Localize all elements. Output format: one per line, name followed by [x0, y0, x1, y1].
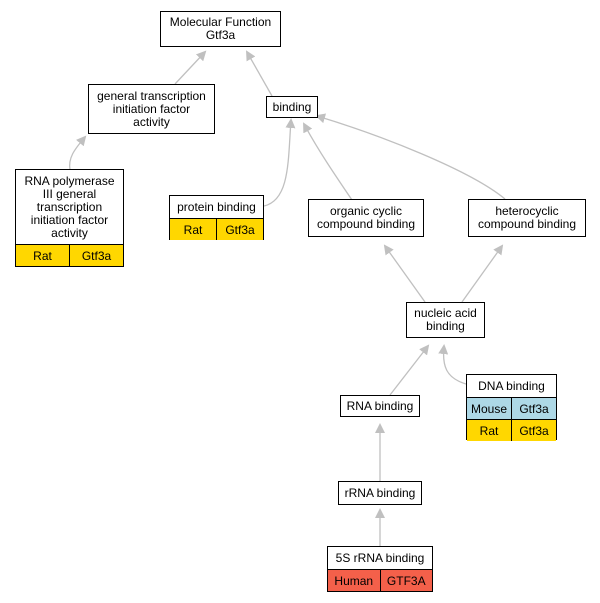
node-label-line: activity	[51, 225, 88, 240]
node-label-line: activity	[133, 114, 170, 129]
node-label: rRNA binding	[344, 485, 416, 500]
annotation-row: Mouse Gtf3a	[467, 398, 556, 420]
edge-binding-to-mf	[246, 50, 273, 97]
node-label: RNA binding	[346, 398, 414, 413]
edge-protein-to-binding	[263, 118, 296, 207]
gene-cell: GTF3A	[379, 570, 432, 591]
annotation-row: Human GTF3A	[328, 570, 432, 591]
node-molecular-function[interactable]: Molecular Function Gtf3a	[160, 11, 281, 47]
annotation-row: Rat Gtf3a	[170, 219, 263, 240]
species-cell: Mouse	[467, 398, 511, 419]
node-dna-binding[interactable]: DNA binding Mouse Gtf3a Rat Gtf3a	[466, 374, 557, 441]
node-binding[interactable]: binding	[266, 96, 318, 118]
edge-hetero-to-binding	[315, 113, 506, 200]
edge-nucleic-to-organic	[383, 244, 426, 303]
edge-rna-to-nucleic	[389, 344, 430, 396]
node-organic-cyclic-compound-binding[interactable]: organic cyclic compound binding	[308, 199, 424, 237]
node-label-line: III general	[42, 186, 97, 201]
node-label: protein binding	[177, 199, 256, 214]
node-rna-polymerase-iii-gtif-activity[interactable]: RNA polymerase III general transcription…	[15, 169, 124, 267]
edge-gtif-to-mf	[174, 50, 207, 85]
gene-cell: Gtf3a	[69, 245, 123, 266]
node-label: Molecular Function	[169, 15, 272, 29]
node-label-line: initiation factor	[30, 212, 109, 227]
species-cell: Rat	[467, 420, 511, 441]
node-label: binding	[272, 99, 312, 114]
node-heterocyclic-compound-binding[interactable]: heterocyclic compound binding	[468, 199, 586, 237]
species-cell: Rat	[16, 245, 69, 266]
node-label-line: binding	[426, 319, 465, 333]
node-label-line: organic cyclic	[329, 204, 402, 218]
node-nucleic-acid-binding[interactable]: nucleic acid binding	[406, 302, 485, 338]
species-cell: Human	[328, 570, 380, 591]
node-label-line: initiation factor	[112, 101, 191, 116]
edge-nucleic-to-hetero	[461, 244, 504, 303]
node-rna-binding[interactable]: RNA binding	[340, 395, 420, 417]
node-label-line: compound binding	[477, 217, 577, 231]
node-label-line: RNA polymerase	[24, 173, 115, 188]
node-rrna-binding[interactable]: rRNA binding	[338, 481, 422, 505]
edge-organic-to-binding	[303, 122, 353, 201]
node-protein-binding[interactable]: protein binding Rat Gtf3a	[169, 195, 264, 240]
edge-rnap3-to-gtif	[68, 135, 87, 171]
node-label-line: general transcription	[97, 88, 206, 103]
edge-dna-to-nucleic	[438, 344, 467, 385]
annotation-row: Rat Gtf3a	[467, 420, 556, 441]
node-label-line: nucleic acid	[414, 306, 477, 320]
node-gene: Gtf3a	[205, 28, 236, 42]
node-label: 5S rRNA binding	[335, 550, 425, 565]
annotation-row: Rat Gtf3a	[16, 245, 123, 266]
node-label-line: compound binding	[316, 217, 416, 231]
node-general-transcription-initiation-factor-activity[interactable]: general transcription initiation factor …	[88, 84, 215, 134]
gene-cell: Gtf3a	[511, 420, 556, 441]
gene-cell: Gtf3a	[511, 398, 556, 419]
gene-cell: Gtf3a	[216, 219, 263, 240]
node-label-line: transcription	[36, 199, 103, 214]
node-label: DNA binding	[478, 378, 545, 393]
node-5s-rrna-binding[interactable]: 5S rRNA binding Human GTF3A	[327, 546, 433, 592]
node-label-line: heterocyclic	[495, 204, 559, 218]
species-cell: Rat	[170, 219, 216, 240]
